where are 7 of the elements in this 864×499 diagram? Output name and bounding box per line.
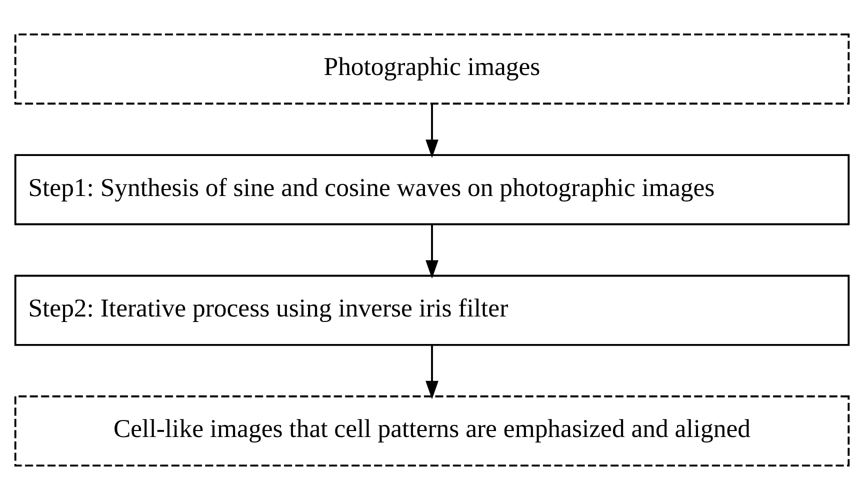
node-box: Photographic images bbox=[14, 32, 850, 104]
arrow bbox=[426, 103, 438, 158]
node-box: Step1: Synthesis of sine and cosine waves on photographic images bbox=[14, 154, 850, 225]
arrow bbox=[426, 344, 438, 399]
node-box: Cell-like images that cell patterns are emphasized and aligned bbox=[14, 394, 850, 466]
arrow bbox=[426, 224, 438, 278]
node-box: Step2: Iterative process using inverse iris filter bbox=[14, 274, 850, 346]
